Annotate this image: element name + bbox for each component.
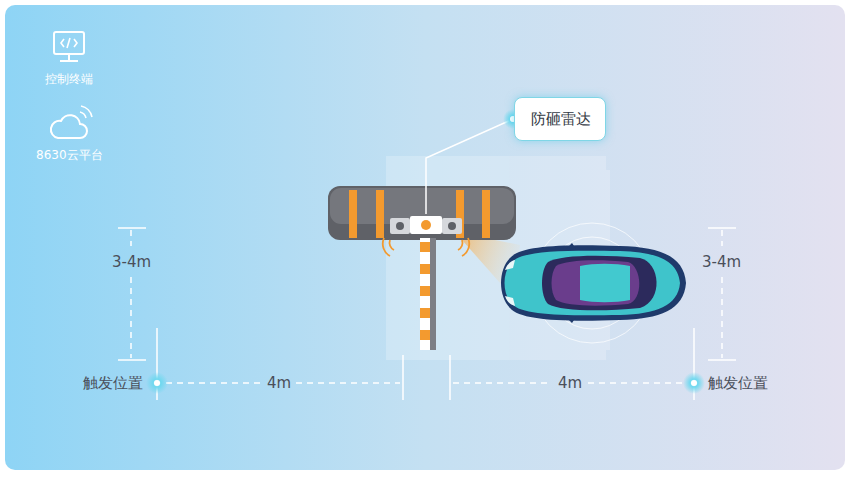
- trigger-label: 触发位置: [708, 374, 768, 392]
- icon-caption: 8630云平台: [36, 148, 103, 162]
- dimension-label: 4m: [558, 374, 582, 392]
- dimension-label: 3-4m: [112, 253, 151, 271]
- trigger-label: 触发位置: [83, 374, 143, 392]
- callout-box: 防砸雷达: [514, 97, 606, 141]
- callout-text: 防砸雷达: [531, 110, 591, 128]
- dimension-label: 4m: [267, 374, 291, 392]
- dimension-label: 3-4m: [702, 253, 741, 271]
- icon-caption: 控制终端: [45, 72, 93, 86]
